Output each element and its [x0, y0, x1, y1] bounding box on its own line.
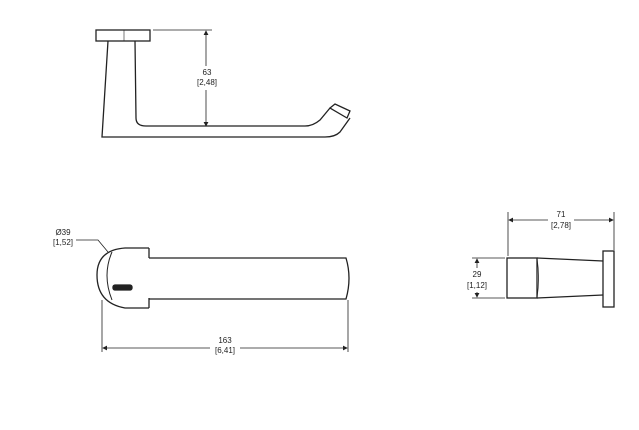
arm-inner-edge: [134, 40, 331, 127]
side-flange: [602, 250, 615, 308]
side-arm: [536, 257, 604, 299]
depth-in: [2,78]: [551, 221, 571, 230]
arm-body: [149, 257, 350, 300]
top-view: [95, 29, 351, 138]
side-height-in: [1,12]: [467, 281, 487, 290]
end-cap: [96, 247, 149, 309]
arm-outer-edge: [101, 40, 351, 138]
top-height-mm: 63: [203, 68, 212, 77]
top-height-in: [2,48]: [197, 78, 217, 87]
side-cap: [506, 257, 538, 299]
length-mm: 163: [218, 336, 232, 345]
length-in: [6,41]: [215, 346, 235, 355]
depth-mm: 71: [557, 210, 566, 219]
diameter-mm: Ø39: [55, 228, 71, 237]
front-view: [76, 239, 350, 352]
arm-tip: [328, 103, 351, 119]
side-view: [472, 212, 615, 308]
mounting-flange: [95, 29, 151, 42]
side-height-mm: 29: [473, 270, 482, 279]
diameter-in: [1,52]: [53, 238, 73, 247]
slot: [112, 284, 133, 291]
